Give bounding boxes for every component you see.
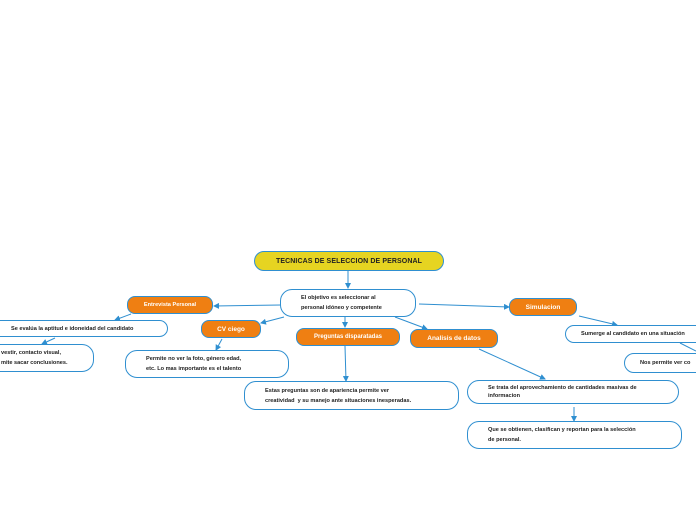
note-cv-ciego[interactable]: Permite no ver la foto, género edad, etc… (125, 350, 289, 378)
note-analisis-aprovechamiento-text: Se trata del aprovechamiento de cantidad… (488, 385, 637, 399)
note-analisis-aprovechamiento[interactable]: Se trata del aprovechamiento de cantidad… (467, 380, 679, 404)
topic-simulacion-label: Simulacion (525, 303, 561, 311)
topic-simulacion[interactable]: Simulacion (509, 298, 577, 316)
note-simulacion-situacion[interactable]: Sumerge al candidato en una situación (565, 325, 696, 343)
topic-entrevista-personal-label: Entrevista Personal (143, 302, 197, 308)
connector-entrevista-note1 (114, 313, 132, 322)
topic-cv-ciego[interactable]: CV ciego (201, 320, 261, 338)
note-entrevista-aptitud-text: Se evalúa la aptitud e idoneidad del can… (11, 325, 134, 332)
connector-simulacion-note2 (679, 342, 696, 352)
connector-cv-ciego-note (215, 338, 223, 351)
note-entrevista-aptitud[interactable]: Se evalúa la aptitud e idoneidad del can… (0, 320, 168, 337)
note-simulacion-permite-text: Nos permite ver co (640, 360, 691, 366)
note-analisis-seleccion[interactable]: Que se obtienen, clasifican y reportan p… (467, 421, 682, 449)
topic-analisis-de-datos-label: Analisis de datos (427, 335, 481, 342)
topic-preguntas-disparatadas-label: Preguntas disparatadas (313, 334, 383, 340)
note-entrevista-conclusiones-text: vestir, contacto visual, mite sacar conc… (1, 350, 68, 366)
note-cv-ciego-text: Permite no ver la foto, género edad, etc… (146, 356, 242, 372)
connector-objective-entrevista (213, 302, 282, 309)
connector-objective-cv-ciego (260, 316, 285, 325)
note-simulacion-situacion-text: Sumerge al candidato en una situación (581, 331, 685, 337)
topic-preguntas-disparatadas[interactable]: Preguntas disparatadas (296, 328, 400, 346)
note-preguntas-text: Estas preguntas son de apariencia permit… (265, 387, 412, 404)
connector-analisis-note1 (478, 348, 546, 380)
note-preguntas[interactable]: Estas preguntas son de apariencia permit… (244, 381, 459, 410)
note-entrevista-conclusiones[interactable]: vestir, contacto visual, mite sacar conc… (0, 344, 94, 372)
connector-simulacion-note1 (578, 315, 618, 327)
connector-preguntas-note (342, 345, 349, 382)
note-simulacion-permite[interactable]: Nos permite ver co (624, 353, 696, 373)
topic-cv-ciego-label: CV ciego (217, 325, 245, 333)
root-node-label: TECNICAS DE SELECCION DE PERSONAL (275, 257, 423, 265)
objective-node-text: El objetivo es seleccionar al personal i… (301, 295, 382, 311)
connector-entrevista-note2 (41, 337, 56, 345)
connector-objective-analisis (394, 316, 428, 331)
topic-analisis-de-datos[interactable]: Analisis de datos (410, 329, 498, 348)
topic-entrevista-personal[interactable]: Entrevista Personal (127, 296, 213, 314)
objective-node[interactable]: El objetivo es seleccionar al personal i… (280, 289, 416, 317)
root-node[interactable]: TECNICAS DE SELECCION DE PERSONAL (254, 251, 444, 271)
note-analisis-seleccion-text: Que se obtienen, clasifican y reportan p… (488, 427, 636, 443)
connector-objective-simulacion (418, 303, 510, 310)
